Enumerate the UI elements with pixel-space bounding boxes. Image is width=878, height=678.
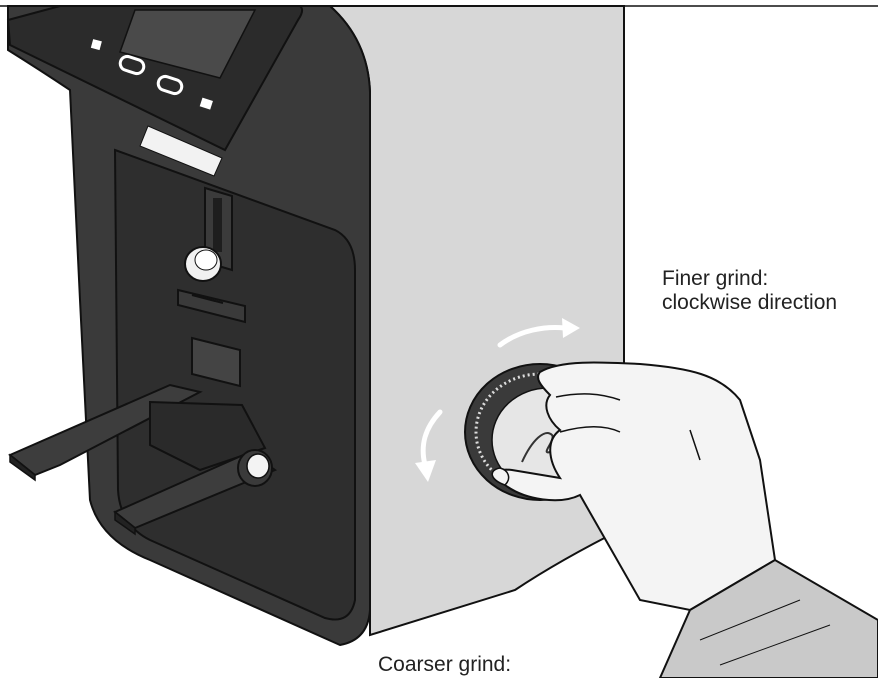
clockwise-arrow-icon	[497, 325, 568, 348]
machine-side-panel	[327, 5, 625, 637]
button-square-icon	[90, 39, 102, 51]
button-pill-icon	[156, 74, 184, 96]
sleeve	[658, 558, 878, 678]
display-window	[119, 9, 257, 79]
glove-creases	[555, 393, 701, 461]
clockwise-arrowhead-icon	[562, 318, 580, 338]
holder-knob-cap	[194, 249, 218, 271]
holder-slot-inner	[213, 198, 222, 252]
left-arm-tip	[9, 453, 36, 482]
coarser-grind-label: Coarser grind:	[378, 653, 511, 677]
glove-thumb	[491, 467, 510, 486]
glove-hand	[495, 361, 777, 612]
holder-fork	[177, 288, 246, 324]
right-arm-tip	[114, 510, 136, 536]
button-small-icon	[199, 97, 213, 110]
finer-grind-direction: clockwise direction	[662, 291, 838, 314]
coarser-grind-title: Coarser grind:	[378, 653, 512, 676]
finer-grind-label: Finer grind: clockwise direction	[662, 267, 837, 315]
white-strip	[139, 125, 223, 177]
counterclockwise-arrowhead-icon	[415, 460, 436, 482]
holder-fork-grooves	[191, 294, 224, 304]
counterclockwise-arrow-icon	[420, 409, 443, 468]
finer-grind-title: Finer grind:	[662, 267, 769, 290]
spout-block	[191, 336, 241, 388]
pivot-knob-cap	[246, 453, 270, 479]
sleeve-folds	[699, 599, 831, 666]
button-pill-icon	[118, 54, 146, 76]
